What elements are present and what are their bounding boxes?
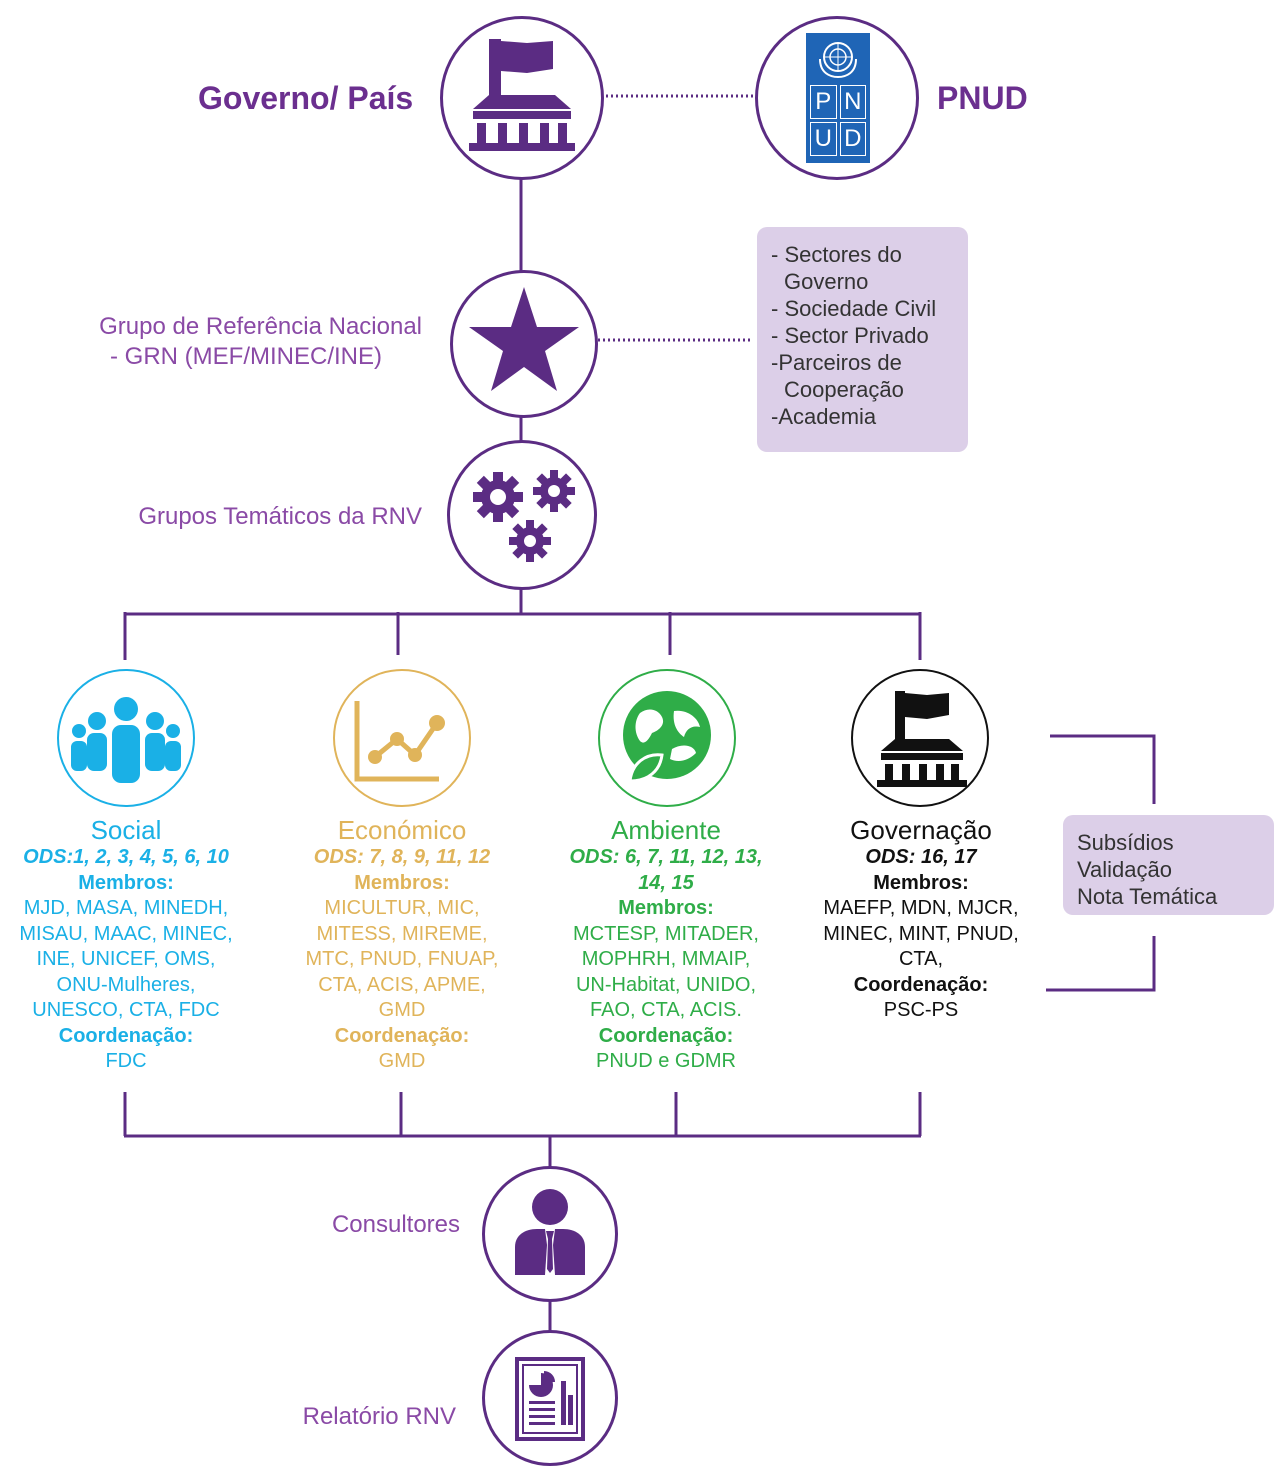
logo-letter-p: P — [810, 85, 837, 119]
group-coord: GMD — [378, 1050, 426, 1072]
grupos-node — [447, 440, 597, 590]
group-membros-line: UNESCO, CTA, FDC — [32, 999, 220, 1021]
people-group-icon — [71, 697, 181, 783]
group-membros-label: Membros: — [78, 871, 174, 894]
relatorio-node — [482, 1330, 618, 1466]
star-icon — [469, 287, 579, 391]
governacao-node — [851, 669, 989, 807]
social-node — [57, 669, 195, 807]
group-membros-line: MINEC, MINT, PNUD, — [823, 922, 1019, 945]
group-ods-cont: 14, 15 — [638, 871, 694, 894]
governo-node — [440, 16, 604, 180]
stakeholder-item: - Sectores do — [771, 242, 902, 267]
pnud-node: P N U D — [755, 16, 919, 180]
relatorio-label: Relatório RNV — [302, 1403, 456, 1430]
report-document-icon — [515, 1357, 585, 1441]
consultores-node — [482, 1166, 618, 1302]
grn-label: Grupo de Referência Nacional - GRN (MEF/… — [0, 312, 422, 372]
group-membros-line: ONU-Mulheres, — [56, 973, 196, 996]
group-title: Governação — [850, 815, 992, 845]
group-ods: ODS:1, 2, 3, 4, 5, 6, 10 — [23, 846, 229, 868]
governo-label: Governo/ País — [198, 80, 414, 116]
group-title: Ambiente — [611, 815, 721, 845]
pnud-label: PNUD — [937, 80, 1028, 116]
group-membros-line: UN-Habitat, UNIDO, — [575, 973, 757, 996]
group-membros-line: MOPHRH, MMAIP, — [581, 948, 751, 970]
group-ods: ODS: 6, 7, 11, 12, 13, — [569, 846, 763, 868]
group-membros-line: GMD — [378, 999, 426, 1021]
group-membros-line: INE, UNICEF, OMS, — [36, 948, 216, 970]
economico-node — [333, 669, 471, 807]
group-coord-label: Coordenação: — [853, 973, 989, 996]
grn-label-line2: - GRN (MEF/MINEC/INE) — [110, 343, 382, 370]
stakeholder-item: - Sector Privado — [771, 323, 929, 348]
group-title: Económico — [337, 815, 467, 845]
group-coord: FDC — [105, 1050, 147, 1072]
output-item: Subsídios — [1077, 830, 1174, 855]
group-coord-label: Coordenação: — [598, 1024, 734, 1047]
government-building-icon — [877, 691, 967, 787]
globe-leaf-icon — [623, 691, 711, 783]
group-membros-line: MICULTUR, MIC, — [324, 897, 480, 919]
stakeholder-item: Governo — [784, 269, 869, 294]
logo-letter-u: U — [810, 122, 837, 156]
outputs-box: Subsídios Validação Nota Temática — [1063, 815, 1274, 915]
group-membros-line: MITESS, MIREME, — [316, 922, 488, 945]
group-membros-line: MTC, PNUD, FNUAP, — [305, 948, 499, 970]
government-building-icon — [469, 39, 575, 151]
stakeholder-item: Cooperação — [784, 377, 904, 402]
undp-logo: P N U D — [806, 33, 870, 163]
group-membros-line: MISAU, MAAC, MINEC, — [19, 922, 233, 945]
stakeholder-item: - Sociedade Civil — [771, 296, 937, 321]
grn-label-line1: Grupo de Referência Nacional — [99, 313, 422, 340]
un-emblem-icon — [819, 42, 857, 79]
stakeholder-item: -Academia — [771, 404, 877, 429]
group-membros-line: MAEFP, MDN, MJCR, — [823, 897, 1019, 919]
ambiente-node — [598, 669, 736, 807]
logo-letter-d: D — [839, 122, 866, 156]
grupos-label: Grupos Temáticos da RNV — [138, 503, 422, 530]
gears-icon — [473, 470, 575, 562]
group-title: Social — [90, 815, 162, 845]
person-icon — [515, 1189, 585, 1275]
group-ods: ODS: 7, 8, 9, 11, 12 — [313, 846, 491, 868]
group-coord-label: Coordenação: — [334, 1024, 470, 1047]
grn-node — [450, 270, 598, 418]
group-membros-line: CTA, ACIS, APME, — [318, 973, 486, 996]
output-item: Validação — [1077, 857, 1172, 882]
group-membros-line: FAO, CTA, ACIS. — [590, 999, 742, 1021]
governacao-group: Governação ODS: 16, 17 Membros: MAEFP, M… — [800, 815, 1042, 1024]
output-item: Nota Temática — [1077, 884, 1218, 909]
ambiente-group: Ambiente ODS: 6, 7, 11, 12, 13, 14, 15 M… — [546, 815, 786, 1075]
economico-group: Económico ODS: 7, 8, 9, 11, 12 Membros: … — [272, 815, 532, 1075]
group-membros-line: CTA, — [898, 948, 944, 970]
group-coord-label: Coordenação: — [58, 1024, 194, 1047]
group-membros-line: MJD, MASA, MINEDH, — [23, 897, 229, 919]
logo-letter-n: N — [839, 85, 866, 119]
line-chart-icon — [354, 701, 445, 782]
group-membros-line: MCTESP, MITADER, — [573, 922, 759, 945]
group-ods: ODS: 16, 17 — [865, 846, 977, 868]
consultores-label: Consultores — [331, 1211, 460, 1238]
group-coord: PSC-PS — [883, 999, 959, 1021]
group-membros-label: Membros: — [354, 871, 450, 894]
social-group: Social ODS:1, 2, 3, 4, 5, 6, 10 Membros:… — [0, 815, 252, 1075]
group-membros-label: Membros: — [873, 871, 969, 894]
stakeholders-box: - Sectores do Governo - Sociedade Civil … — [757, 227, 968, 452]
stakeholder-item: -Parceiros de — [771, 350, 902, 375]
group-membros-label: Membros: — [618, 897, 714, 919]
group-coord: PNUD e GDMR — [595, 1050, 736, 1072]
